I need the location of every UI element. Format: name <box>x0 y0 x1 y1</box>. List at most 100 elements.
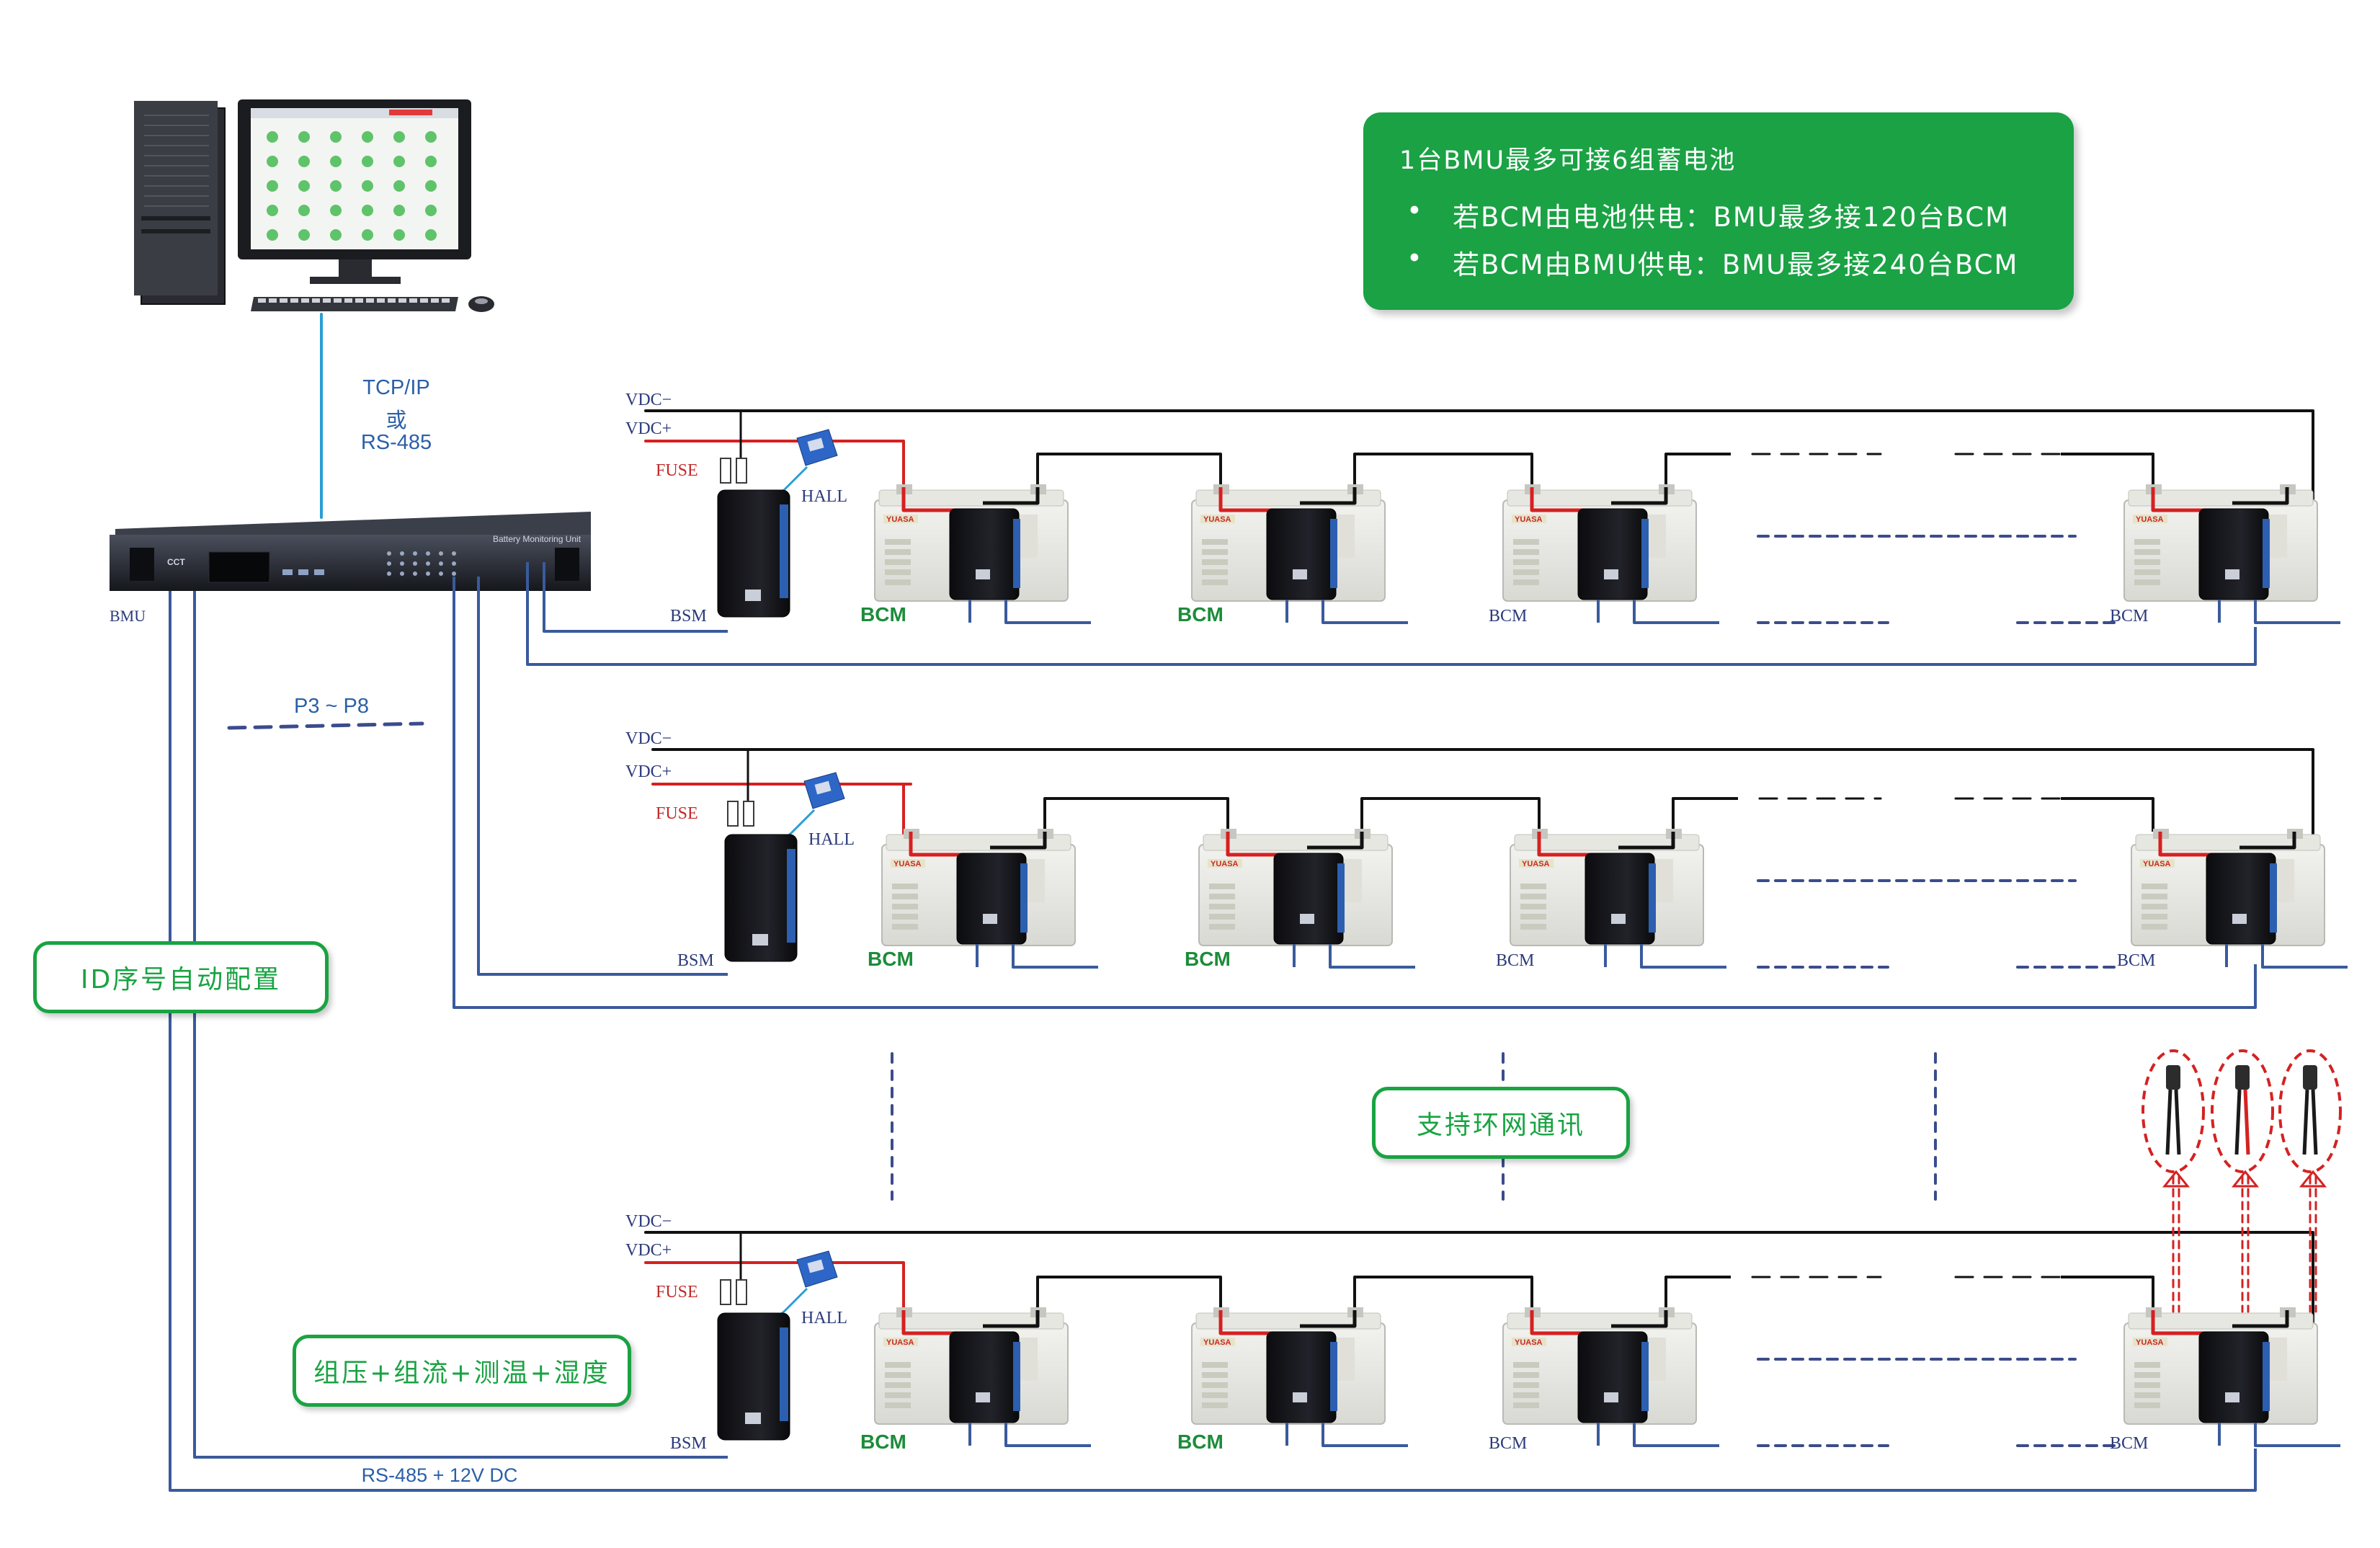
battery-label <box>1200 515 1235 523</box>
battery-label <box>1512 1338 1546 1346</box>
connector-outline <box>2211 1049 2274 1173</box>
hall-sensor-icon <box>803 772 845 809</box>
rack-led <box>387 551 391 556</box>
bcm-module-icon <box>949 508 1020 600</box>
key <box>398 298 406 303</box>
key <box>323 298 331 303</box>
black-lead <box>1611 1310 1668 1328</box>
tcp-ip-label: TCP/IP <box>362 376 430 399</box>
bcm-comm-out <box>1004 1423 1091 1447</box>
screen-tile <box>330 229 342 241</box>
info-box-bullet-2: • 若BCM由BMU供电：BMU最多接240台BCM <box>1399 243 2074 282</box>
battery-icon: YUASA <box>1191 484 1408 624</box>
bcm-label: BCM <box>1177 603 1224 626</box>
screen-tile <box>362 131 373 143</box>
battery-label-line <box>1520 884 1546 889</box>
bcm-label: BCM <box>868 948 914 970</box>
connector-plug <box>2166 1065 2180 1090</box>
fuse-b <box>736 1279 747 1305</box>
screen-tile <box>425 131 437 143</box>
bcm-label: BCM <box>2110 1434 2148 1453</box>
battery-icon: YUASA <box>1191 1307 1408 1447</box>
monitor-screen <box>251 108 458 249</box>
battery-label-line <box>885 579 911 585</box>
bcm-module-icon <box>2198 1331 2269 1423</box>
screen-tile <box>298 205 310 216</box>
id-config-callout: ID序号自动配置 <box>33 941 329 1013</box>
rack-led <box>452 561 456 566</box>
p3-p8-label: P3 ~ P8 <box>294 695 369 718</box>
battery-label-line <box>1202 579 1228 585</box>
screen-tile <box>298 131 310 143</box>
bcm-label: BCM <box>1185 948 1231 970</box>
fuse-b <box>743 801 754 827</box>
screen-tile <box>425 205 437 216</box>
measurement-callout: 组压+组流+测温+湿度 <box>293 1335 631 1407</box>
hall-window <box>807 1259 824 1273</box>
bcm-comm-out <box>1329 944 1415 969</box>
bsm-label: BSM <box>670 607 707 626</box>
bcm-accent <box>1330 519 1337 588</box>
battery-label-line <box>1202 1392 1228 1398</box>
battery-label-line <box>1513 1372 1539 1378</box>
battery-icon: YUASA <box>1502 484 1719 624</box>
screen-tile <box>393 205 405 216</box>
id-config-text: ID序号自动配置 <box>80 965 282 995</box>
rack-led <box>387 571 391 576</box>
fuse-icon <box>727 801 754 827</box>
monitor-neck <box>339 259 372 278</box>
battery-icon: YUASA <box>2123 1307 2340 1447</box>
black-lead <box>2232 487 2289 505</box>
battery-label <box>2133 1338 2167 1346</box>
bullet-text-1: 若BCM由电池供电：BMU最多接120台BCM <box>1453 202 2010 233</box>
black-lead <box>983 487 1040 505</box>
fuse-a <box>720 1279 731 1305</box>
key <box>388 298 396 303</box>
rack-led <box>400 551 404 556</box>
black-lead <box>1300 1310 1357 1328</box>
bmu-label: BMU <box>110 607 146 625</box>
screen-tile <box>298 229 310 241</box>
bsm-label: BSM <box>677 951 714 970</box>
battery-label-line <box>1202 569 1228 575</box>
key <box>377 298 385 303</box>
key <box>312 298 320 303</box>
tower-front <box>134 101 218 295</box>
battery-label-line <box>1513 1362 1539 1368</box>
red-lead <box>1530 487 1595 512</box>
hall-label: HALL <box>801 487 847 506</box>
bcm-accent <box>2263 1342 2270 1411</box>
battery-label-line <box>1520 894 1546 899</box>
battery-label-line <box>1209 894 1235 899</box>
screen-tile <box>362 180 373 192</box>
bsm-body <box>717 489 790 618</box>
battery-label-line <box>885 549 911 555</box>
rack-led <box>400 561 404 566</box>
rack-led <box>452 551 456 556</box>
battery-label <box>891 859 925 868</box>
battery-icon: YUASA <box>2123 484 2340 624</box>
battery-label-line <box>2134 1392 2160 1398</box>
bus-label: RS-485 + 12V DC <box>361 1464 518 1486</box>
rack-ear <box>130 548 154 581</box>
screen-tile <box>425 229 437 241</box>
hall-sensor-icon <box>796 429 838 466</box>
battery-label-line <box>1202 1372 1228 1378</box>
red-lead <box>2151 487 2216 512</box>
battery-icon: YUASA <box>2131 829 2348 969</box>
battery-label-line <box>1513 549 1539 555</box>
screen-tile <box>330 205 342 216</box>
battery-label-line <box>1202 559 1228 565</box>
red-lead <box>901 1310 967 1335</box>
bsm-logo <box>752 934 768 946</box>
bcm-logo <box>1293 1392 1307 1402</box>
battery-icon: YUASA <box>1198 829 1415 969</box>
screen-tile <box>425 180 437 192</box>
p3-p8-dashes <box>227 721 424 730</box>
battery-label-line <box>2134 569 2160 575</box>
rack-display <box>208 551 270 583</box>
series-link <box>1043 797 1229 832</box>
bsm-logo <box>745 590 761 601</box>
bcm-accent <box>1641 519 1649 588</box>
